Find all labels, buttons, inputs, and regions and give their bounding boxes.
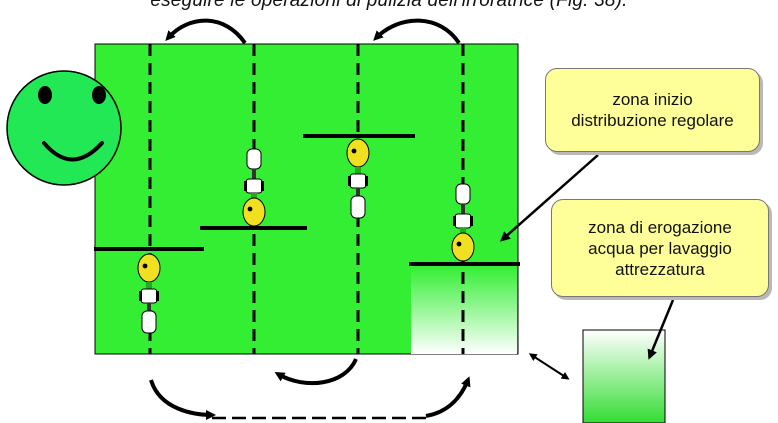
callout-start-zone: zona inizio distribuzione regolare bbox=[545, 68, 760, 152]
curved-arrow-icon bbox=[274, 358, 358, 386]
boom-lines bbox=[94, 134, 520, 266]
callout-wash-zone-line3: attrezzatura bbox=[615, 259, 705, 279]
callout-wash-zone-line2: acqua per lavaggio bbox=[588, 238, 732, 258]
curved-arrow-icon bbox=[165, 18, 247, 45]
callout-start-zone-line1: zona inizio bbox=[612, 90, 693, 109]
pointer-arrow bbox=[500, 154, 599, 242]
pointer-arrow bbox=[647, 299, 675, 360]
callout-wash-zone-line1: zona di erogazione bbox=[588, 217, 732, 237]
wash-water-tank bbox=[582, 329, 666, 423]
curved-arrow-icon bbox=[149, 379, 216, 420]
smiley-face-icon bbox=[6, 70, 122, 186]
callout-start-zone-line2: distribuzione regolare bbox=[571, 111, 734, 130]
double-arrow-icon bbox=[528, 353, 570, 380]
callout-wash-zone: zona di erogazione acqua per lavaggio at… bbox=[551, 199, 769, 297]
figure-caption: eseguire le operazioni di pulizia dell'i… bbox=[150, 0, 628, 11]
curved-arrow-icon bbox=[373, 18, 461, 45]
curved-arrow-icon bbox=[425, 376, 471, 418]
